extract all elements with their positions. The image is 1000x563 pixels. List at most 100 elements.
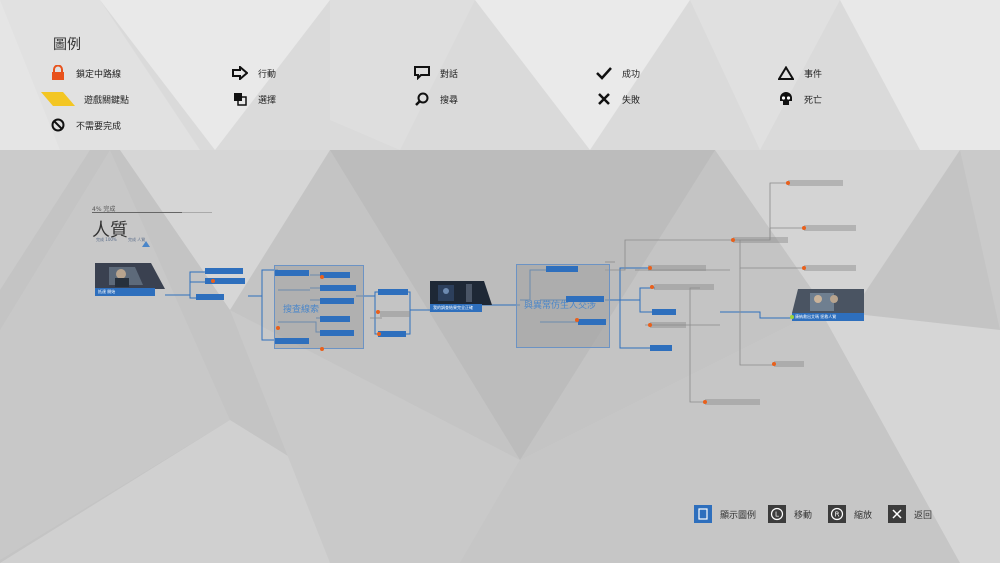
flowchart-node-locked[interactable] [705, 399, 760, 405]
flowchart-node[interactable] [320, 285, 356, 291]
midpoint-node-label[interactable]: 我的調查結果完全正確 [430, 304, 482, 312]
node-marker [802, 266, 806, 270]
legend-item-action: 行動 [230, 64, 276, 82]
flowchart-node-locked[interactable] [654, 284, 714, 290]
flowchart-node[interactable] [650, 345, 672, 351]
midpoint-scene-thumbnail[interactable] [430, 281, 492, 305]
flowchart-node[interactable] [546, 266, 578, 272]
node-marker [650, 285, 654, 289]
legend-label: 選擇 [258, 95, 277, 106]
flowchart-node[interactable] [320, 298, 354, 304]
node-marker [786, 181, 790, 185]
control-label: 縮放 [854, 510, 873, 521]
flowchart-node[interactable] [378, 331, 406, 337]
choice-icon [230, 91, 250, 107]
node-marker [802, 226, 806, 230]
chapter-title: 人質 [92, 220, 128, 241]
action-arrow-icon [230, 65, 250, 81]
legend-item-choice: 選擇 [230, 90, 276, 108]
ending-node-label[interactable]: 康納救出艾瑪 拯救人質 [792, 313, 864, 321]
flowchart-node[interactable] [275, 338, 309, 344]
lock-icon [48, 65, 68, 81]
dialogue-icon [412, 65, 432, 81]
legend-item-success: 成功 [594, 64, 640, 82]
node-marker [376, 310, 380, 314]
flowchart-node[interactable] [320, 272, 350, 278]
legend-label: 鎖定中路線 [76, 69, 122, 80]
legend-label: 對話 [440, 69, 459, 80]
chapter-progress: 4% 完成 [92, 206, 116, 213]
flowchart-node-locked[interactable] [804, 265, 856, 271]
flowchart-node-locked[interactable] [648, 265, 706, 271]
node-marker [276, 326, 280, 330]
flowchart-node-locked[interactable] [733, 237, 788, 243]
ending-scene-thumbnail[interactable] [792, 289, 864, 313]
zoom-control[interactable]: R 縮放 [828, 505, 872, 523]
not-required-icon [48, 117, 68, 133]
flowchart-node-locked[interactable] [788, 180, 843, 186]
legend-title: 圖例 [53, 37, 81, 53]
start-scene-thumbnail[interactable] [95, 263, 165, 289]
control-label: 顯示圖例 [720, 510, 757, 521]
flowchart-node[interactable] [196, 294, 224, 300]
checkmark-icon [594, 65, 614, 81]
flowchart-node[interactable] [578, 319, 606, 325]
flowchart-node[interactable] [275, 270, 309, 276]
event-triangle-icon [142, 241, 150, 247]
svg-text:R: R [835, 511, 840, 519]
flowchart-node[interactable] [320, 316, 350, 322]
cross-button-icon [888, 505, 906, 523]
control-label: 返回 [914, 510, 933, 521]
node-marker [648, 266, 652, 270]
group-label: 與異常仿生人交涉 [524, 301, 597, 311]
cross-icon [594, 91, 614, 107]
legend-label: 遊戲關鍵點 [84, 95, 130, 106]
legend-panel [0, 0, 1000, 150]
node-marker [648, 323, 652, 327]
node-marker [575, 318, 579, 322]
flowchart-node[interactable] [378, 289, 408, 295]
left-stick-icon: L [768, 505, 786, 523]
legend-label: 搜尋 [440, 95, 459, 106]
flowchart-node[interactable] [205, 278, 245, 284]
back-control[interactable]: 返回 [888, 505, 932, 523]
touchpad-icon [694, 505, 712, 523]
flowchart-node[interactable] [205, 268, 243, 274]
chapter-progress-track [182, 212, 212, 213]
flowchart-node-locked[interactable] [774, 361, 804, 367]
flowchart-node-locked[interactable] [380, 311, 410, 317]
group-label: 搜查線索 [283, 305, 320, 315]
right-stick-icon: R [828, 505, 846, 523]
node-marker [790, 315, 794, 319]
chapter-completion-label: 完成 人質 [128, 237, 146, 242]
show-legend-control[interactable]: 顯示圖例 [694, 505, 756, 523]
legend-item-event: 事件 [776, 64, 822, 82]
move-control[interactable]: L 移動 [768, 505, 812, 523]
legend-label: 死亡 [804, 95, 823, 106]
flowchart-node-locked[interactable] [650, 322, 686, 328]
legend-item-locked-route: 鎖定中路線 [48, 64, 121, 82]
flowchart-node[interactable] [320, 330, 354, 336]
legend-item-search: 搜尋 [412, 90, 458, 108]
legend-item-failure: 失敗 [594, 90, 640, 108]
legend-label: 行動 [258, 69, 277, 80]
keypoint-parallelogram-icon [40, 91, 76, 107]
deviant-negotiation-group [516, 264, 610, 348]
node-marker [772, 362, 776, 366]
legend-item-keypoint: 遊戲關鍵點 [40, 90, 129, 108]
flowchart-node[interactable] [566, 296, 604, 302]
node-marker [211, 279, 215, 283]
control-label: 移動 [794, 510, 813, 521]
node-marker [320, 347, 324, 351]
legend-label: 事件 [804, 69, 823, 80]
legend-item-not-required: 不需要完成 [48, 116, 121, 134]
start-node-label[interactable]: 抵達 開始 [95, 288, 155, 296]
chapter-progress-bar [92, 212, 182, 213]
legend-label: 失敗 [622, 95, 641, 106]
skull-icon [776, 91, 796, 107]
legend-label: 不需要完成 [76, 121, 122, 132]
flowchart-node-locked[interactable] [804, 225, 856, 231]
legend-item-death: 死亡 [776, 90, 822, 108]
magnifier-icon [412, 91, 432, 107]
flowchart-node[interactable] [652, 309, 676, 315]
